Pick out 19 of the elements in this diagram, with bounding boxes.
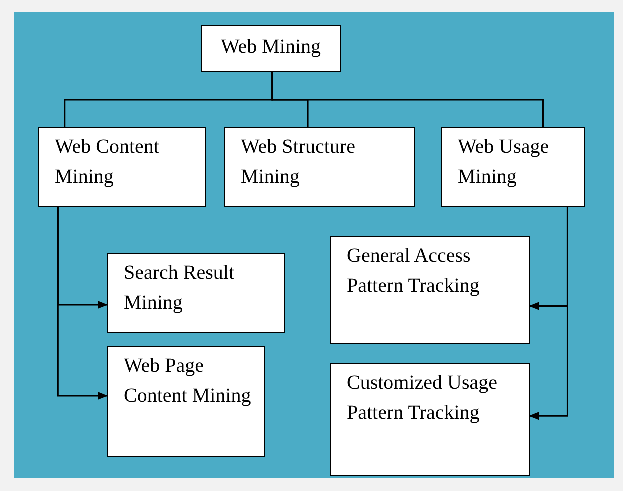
process-box — [107, 253, 285, 333]
box-label: Web Page Content Mining — [124, 355, 252, 407]
box-label: Web Mining — [220, 36, 322, 58]
box-label: Search Result Mining — [124, 262, 235, 314]
box-label: Customized Usage Pattern Tracking — [347, 372, 498, 424]
box-label: General Access Pattern Tracking — [347, 245, 480, 297]
box-label: Web Usage Mining — [458, 136, 550, 188]
box-label: Web Structure Mining — [241, 136, 356, 188]
arrow — [529, 207, 568, 420]
process-box — [201, 25, 341, 72]
connector-line — [272, 72, 544, 127]
arrow — [57, 207, 108, 400]
box-label: Web Content Mining — [55, 136, 160, 188]
process-box — [330, 236, 530, 344]
process-box — [224, 127, 415, 207]
process-box — [441, 127, 585, 207]
process-box — [38, 127, 206, 207]
process-box — [107, 346, 265, 457]
process-box — [330, 363, 530, 476]
